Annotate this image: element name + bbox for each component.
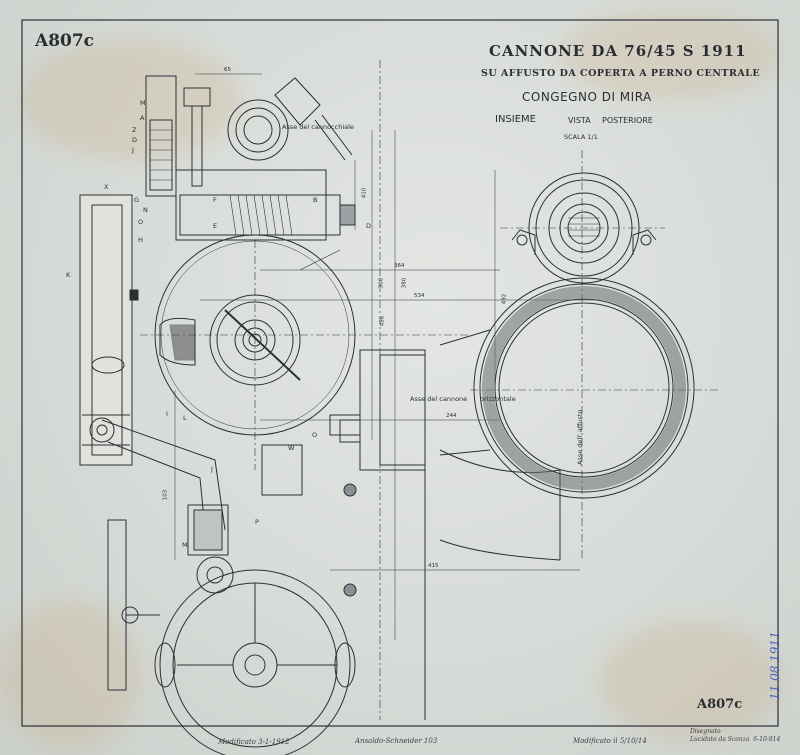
dim-415: 415	[428, 563, 439, 569]
title-sub: SU AFFUSTO DA COPERTA A PERNO CENTRALE	[481, 68, 761, 79]
part-label-w: W	[288, 444, 295, 452]
part-label-f: F	[213, 196, 217, 204]
axis-mount-label: Asse dell' affusto	[576, 409, 584, 465]
dim-410: 410	[361, 187, 368, 199]
footer-note-1: Modificato 3-1-1912	[218, 738, 290, 746]
dim-534: 534	[414, 293, 425, 299]
axis-sight-label: Asse del cannocchiale	[282, 123, 354, 131]
rear-trunnion	[511, 172, 657, 284]
dim-103: 103	[162, 489, 169, 501]
dim-300: 300	[378, 277, 385, 289]
view-left: INSIEME	[495, 114, 536, 125]
scale-label: SCALA 1/1	[564, 133, 598, 141]
part-label-d2: D	[366, 222, 372, 230]
part-label-k: K	[66, 271, 71, 279]
rear-gun-ring	[439, 277, 695, 499]
dim-492: 492	[501, 293, 508, 305]
footer-note-4: Disegnato Lucidato da Sconza 6-10-914	[690, 728, 781, 743]
center-lines	[140, 60, 720, 720]
part-label-i: I	[166, 410, 168, 418]
dimension-lines	[174, 73, 600, 640]
part-label-j: J	[132, 146, 134, 154]
part-label-d: D	[132, 136, 138, 144]
dim-244: 244	[446, 413, 457, 419]
axis-gun-label: Asse del cannone	[410, 395, 468, 403]
part-label-x: X	[104, 183, 109, 191]
dim-364: 364	[394, 263, 405, 269]
handwheel	[154, 556, 356, 755]
view-right: POSTERIORE	[602, 116, 653, 125]
title-group: CONGEGNO DI MIRA	[522, 90, 652, 104]
part-label-j2: J	[211, 465, 213, 473]
part-label-h: H	[138, 236, 143, 244]
central-bracket	[261, 349, 426, 496]
part-label-p: P	[255, 518, 259, 526]
part-label-e: E	[213, 222, 218, 230]
part-label-o2: O	[312, 431, 318, 439]
worm-gear-box	[175, 169, 356, 241]
footer-note-2: Ansaldo-Schneider 103	[355, 737, 438, 745]
archive-stamp: 11.08.1911	[768, 631, 782, 700]
mount-housing	[339, 419, 561, 720]
part-label-g: G	[134, 196, 140, 204]
part-label-b: B	[313, 196, 318, 204]
sheet-code-top: A807c	[35, 31, 95, 51]
dim-456: 456	[379, 315, 386, 327]
dim-65: 65	[224, 67, 231, 73]
part-label-l: L	[183, 414, 187, 422]
dim-380: 380	[401, 277, 408, 289]
part-label-z: Z	[132, 126, 137, 134]
left-column	[79, 194, 139, 466]
sheet-code-bottom: A807c	[697, 697, 743, 712]
part-label-m: M	[140, 99, 146, 107]
view-mid: VISTA	[568, 116, 591, 125]
footer-note-3: Modificato il 5/10/14	[573, 737, 647, 745]
link-arm	[101, 419, 229, 556]
title-main: CANNONE DA 76/45 S 1911	[489, 42, 747, 60]
hand-lever	[107, 519, 160, 691]
part-label-a: A	[140, 114, 145, 122]
elevation-drum	[145, 75, 211, 197]
telescope-housing	[227, 77, 353, 161]
sheet-frame	[21, 19, 779, 727]
axis-horizontal-label: orizzontale	[480, 395, 516, 403]
part-label-n: N	[143, 206, 148, 214]
part-label-m2: M	[182, 541, 188, 549]
part-label-o: O	[138, 218, 144, 226]
elevation-disk	[154, 234, 356, 436]
